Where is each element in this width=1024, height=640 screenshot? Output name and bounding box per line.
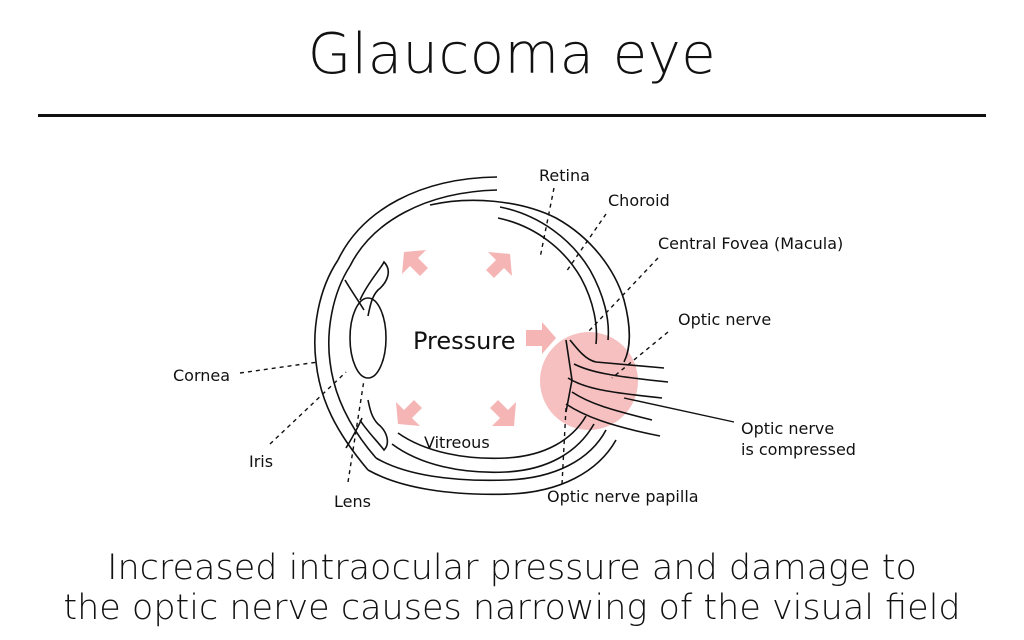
caption-line-1: Increased intraocular pressure and damag…	[107, 548, 917, 588]
compression-highlight	[540, 332, 638, 430]
label-lens: Lens	[334, 492, 371, 511]
pressure-arrow-upper-left	[402, 250, 428, 276]
lens-shape	[349, 297, 387, 379]
label-choroid: Choroid	[608, 191, 670, 210]
caption-line-2: the optic nerve causes narrowing of the …	[63, 588, 961, 628]
leader-choroid	[565, 213, 607, 273]
label-pressure: Pressure	[413, 327, 515, 355]
cornea-outer	[314, 259, 369, 471]
ciliary-top	[359, 260, 390, 317]
pressure-arrow-upper-right	[486, 252, 512, 278]
pressure-arrow-right	[526, 322, 556, 354]
eye-wall-bottom	[391, 423, 595, 474]
label-optic-nerve-compressed-1: Optic nerve	[741, 419, 834, 438]
label-optic-nerve: Optic nerve	[678, 310, 771, 329]
iris-top	[344, 279, 365, 311]
label-cornea: Cornea	[173, 366, 230, 385]
label-optic-nerve-compressed-2: is compressed	[741, 440, 856, 459]
eye-wall-bottom-inner	[397, 415, 587, 460]
leader-lines	[239, 187, 669, 485]
label-vitreous: Vitreous	[424, 433, 490, 452]
cornea-structure	[314, 259, 390, 471]
retina-outline	[499, 206, 610, 341]
eye-wall-outer	[429, 199, 631, 363]
leader-lens	[347, 379, 365, 483]
iris-bottom	[345, 417, 363, 449]
label-optic-nerve-papilla: Optic nerve papilla	[547, 487, 699, 506]
optic-nerve-bundle	[565, 339, 669, 437]
cornea-inner	[328, 265, 377, 459]
ciliary-bottom	[359, 399, 389, 452]
label-retina: Retina	[539, 166, 590, 185]
choroid-outline	[349, 189, 607, 482]
leader-cornea	[239, 361, 319, 374]
leader-retina	[539, 187, 555, 259]
leader-optic-nerve-compressed	[623, 397, 735, 423]
pressure-arrows	[396, 250, 556, 426]
sclera-outline	[337, 176, 617, 496]
eyeball-layers	[337, 176, 631, 496]
label-iris: Iris	[249, 452, 273, 471]
leader-central-fovea	[587, 257, 659, 333]
title-divider	[38, 114, 986, 117]
label-central-fovea: Central Fovea (Macula)	[658, 234, 843, 253]
page-title: Glaucoma eye	[307, 22, 717, 87]
leader-iris	[269, 371, 347, 445]
pressure-arrow-lower-right	[490, 400, 516, 426]
pressure-arrow-lower-left	[396, 400, 422, 426]
